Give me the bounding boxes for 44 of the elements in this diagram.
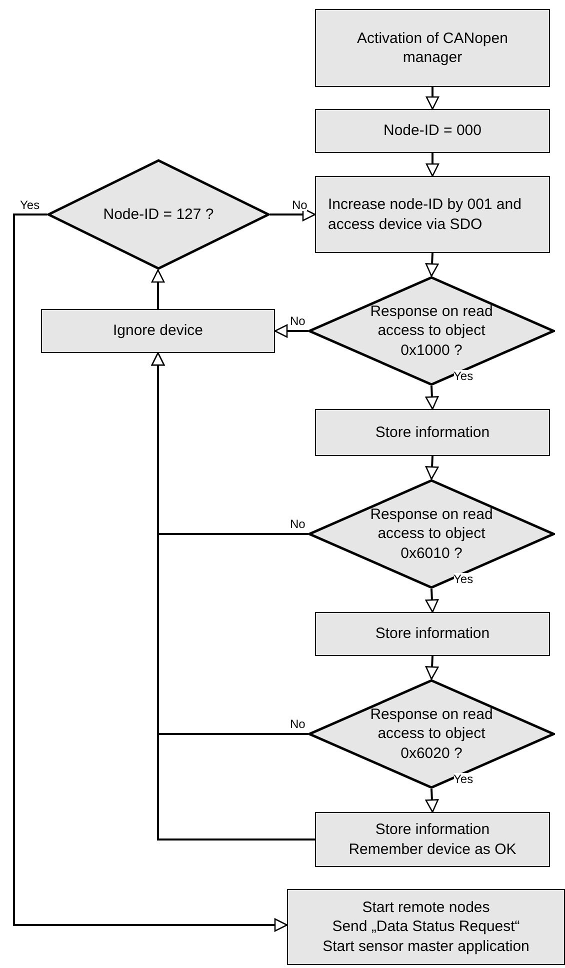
process-text: Store information [375, 624, 490, 644]
process-box [315, 176, 550, 253]
process-text: Store information [375, 820, 490, 840]
arrow [426, 87, 440, 110]
process-text: Start remote nodes [362, 898, 490, 918]
process-text: Node-ID = 000 [384, 121, 482, 141]
process-box [41, 309, 275, 353]
arrow [426, 153, 440, 177]
process-text: Send „Data Status Request“ [332, 917, 520, 937]
edge-label: No [290, 315, 306, 327]
process-box [315, 812, 550, 867]
process-box [315, 612, 550, 656]
process-text: Activation of CANopen manager [356, 28, 509, 68]
process-box [315, 109, 550, 153]
edge-label: Yes [454, 773, 474, 785]
process-text: Remember device as OK [348, 840, 516, 859]
decision-text: Response on read access to object 0x6010 ? [369, 504, 494, 564]
decision-text: Node-ID = 127 ? [103, 204, 214, 224]
decision-text: Response on read access to object 0x6020 ? [369, 704, 494, 764]
arrow [425, 252, 439, 277]
process-box [315, 9, 550, 87]
arrow [13, 214, 288, 932]
edge-label: Yes [454, 573, 474, 585]
edge-label: No [290, 518, 306, 530]
process-box [315, 409, 550, 456]
arrow [151, 352, 315, 840]
edge-label: No [292, 198, 308, 210]
arrow [151, 269, 165, 309]
arrow [274, 324, 308, 338]
arrow [425, 788, 439, 813]
process-box [287, 889, 565, 965]
arrow [425, 656, 439, 680]
edge-label: Yes [20, 198, 40, 210]
edge-label: No [290, 718, 306, 730]
process-text: Ignore device [112, 321, 204, 341]
arrow [425, 386, 439, 410]
arrow [425, 588, 439, 613]
process-text: Start sensor master application [322, 936, 530, 956]
arrow [425, 456, 439, 480]
process-text: Increase node-ID by 001 and access device via SDO [328, 195, 522, 234]
decision-text: Response on read access to object 0x1000 ? [369, 302, 494, 360]
arrow [270, 208, 316, 222]
edge-label: Yes [454, 370, 474, 382]
process-text: Store information [375, 422, 490, 442]
